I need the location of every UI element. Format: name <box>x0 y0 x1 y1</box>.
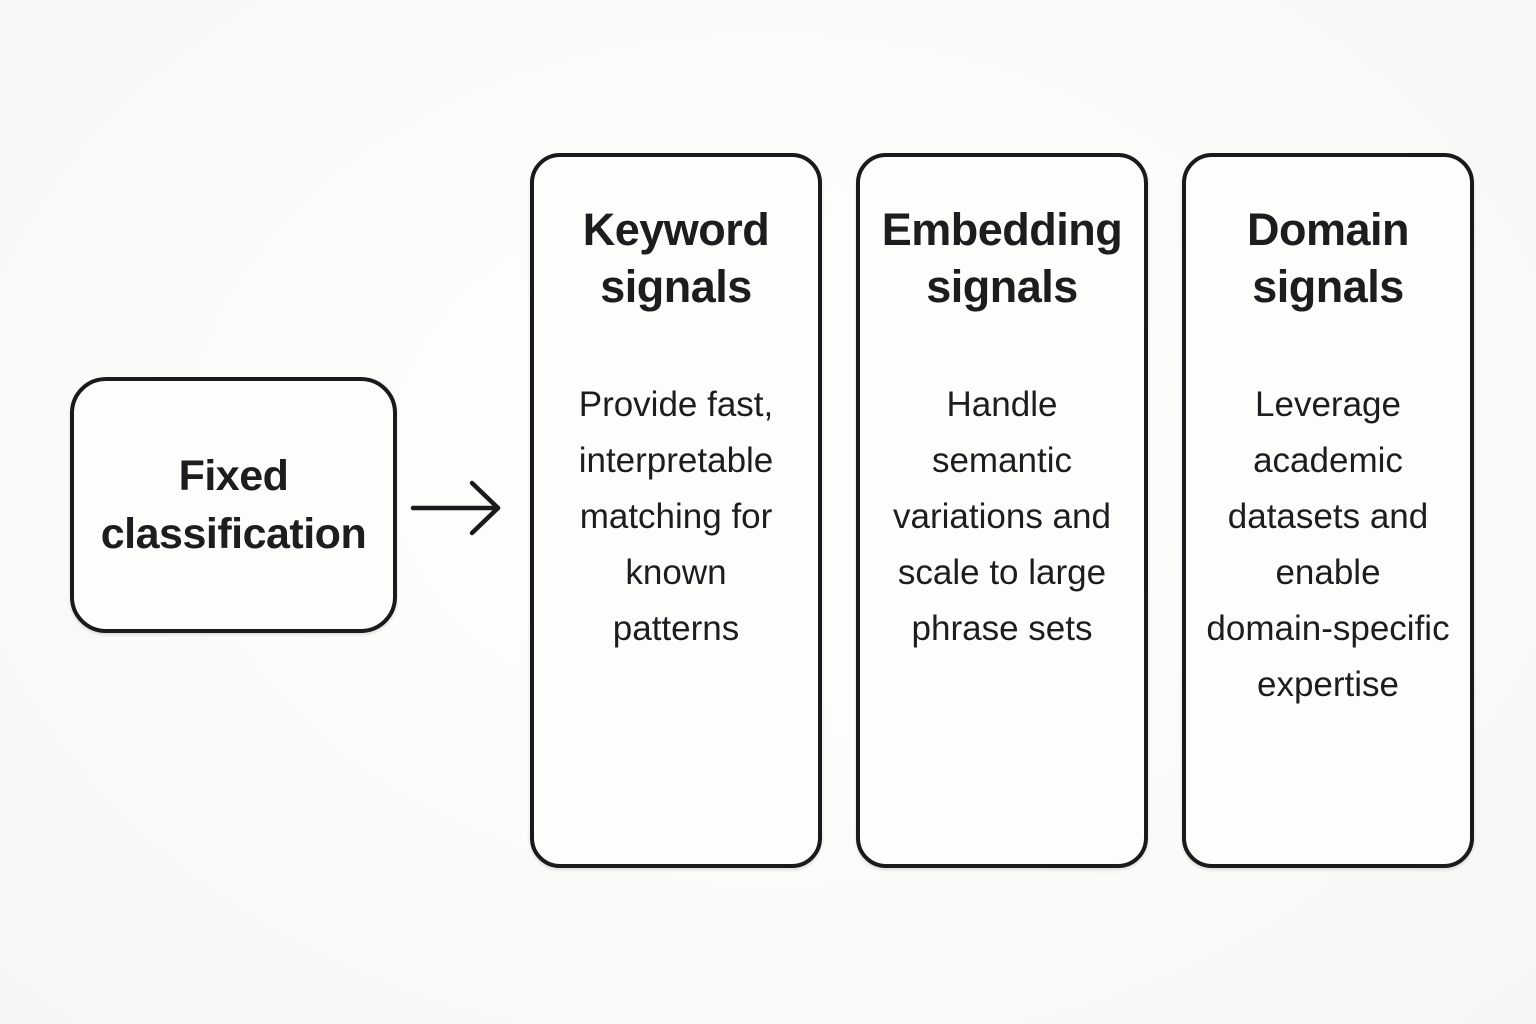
keyword-signals-title: Keyword signals <box>582 204 770 312</box>
fixed-classification-box: Fixed classification <box>70 377 397 633</box>
fixed-classification-label: Fixed classification <box>100 452 367 558</box>
domain-signals-description: Leverage academic datasets and enable do… <box>1206 385 1450 704</box>
keyword-signals-description: Provide fast, interpretable matching for… <box>578 385 774 648</box>
embedding-signals-card: Embedding signals Handle semantic variat… <box>856 153 1148 868</box>
keyword-signals-card: Keyword signals Provide fast, interpreta… <box>530 153 822 868</box>
right-arrow-icon <box>410 480 501 536</box>
domain-signals-title: Domain signals <box>1246 204 1410 312</box>
domain-signals-card: Domain signals Leverage academic dataset… <box>1182 153 1474 868</box>
embedding-signals-description: Handle semantic variations and scale to … <box>893 385 1111 648</box>
embedding-signals-title: Embedding signals <box>881 204 1123 312</box>
